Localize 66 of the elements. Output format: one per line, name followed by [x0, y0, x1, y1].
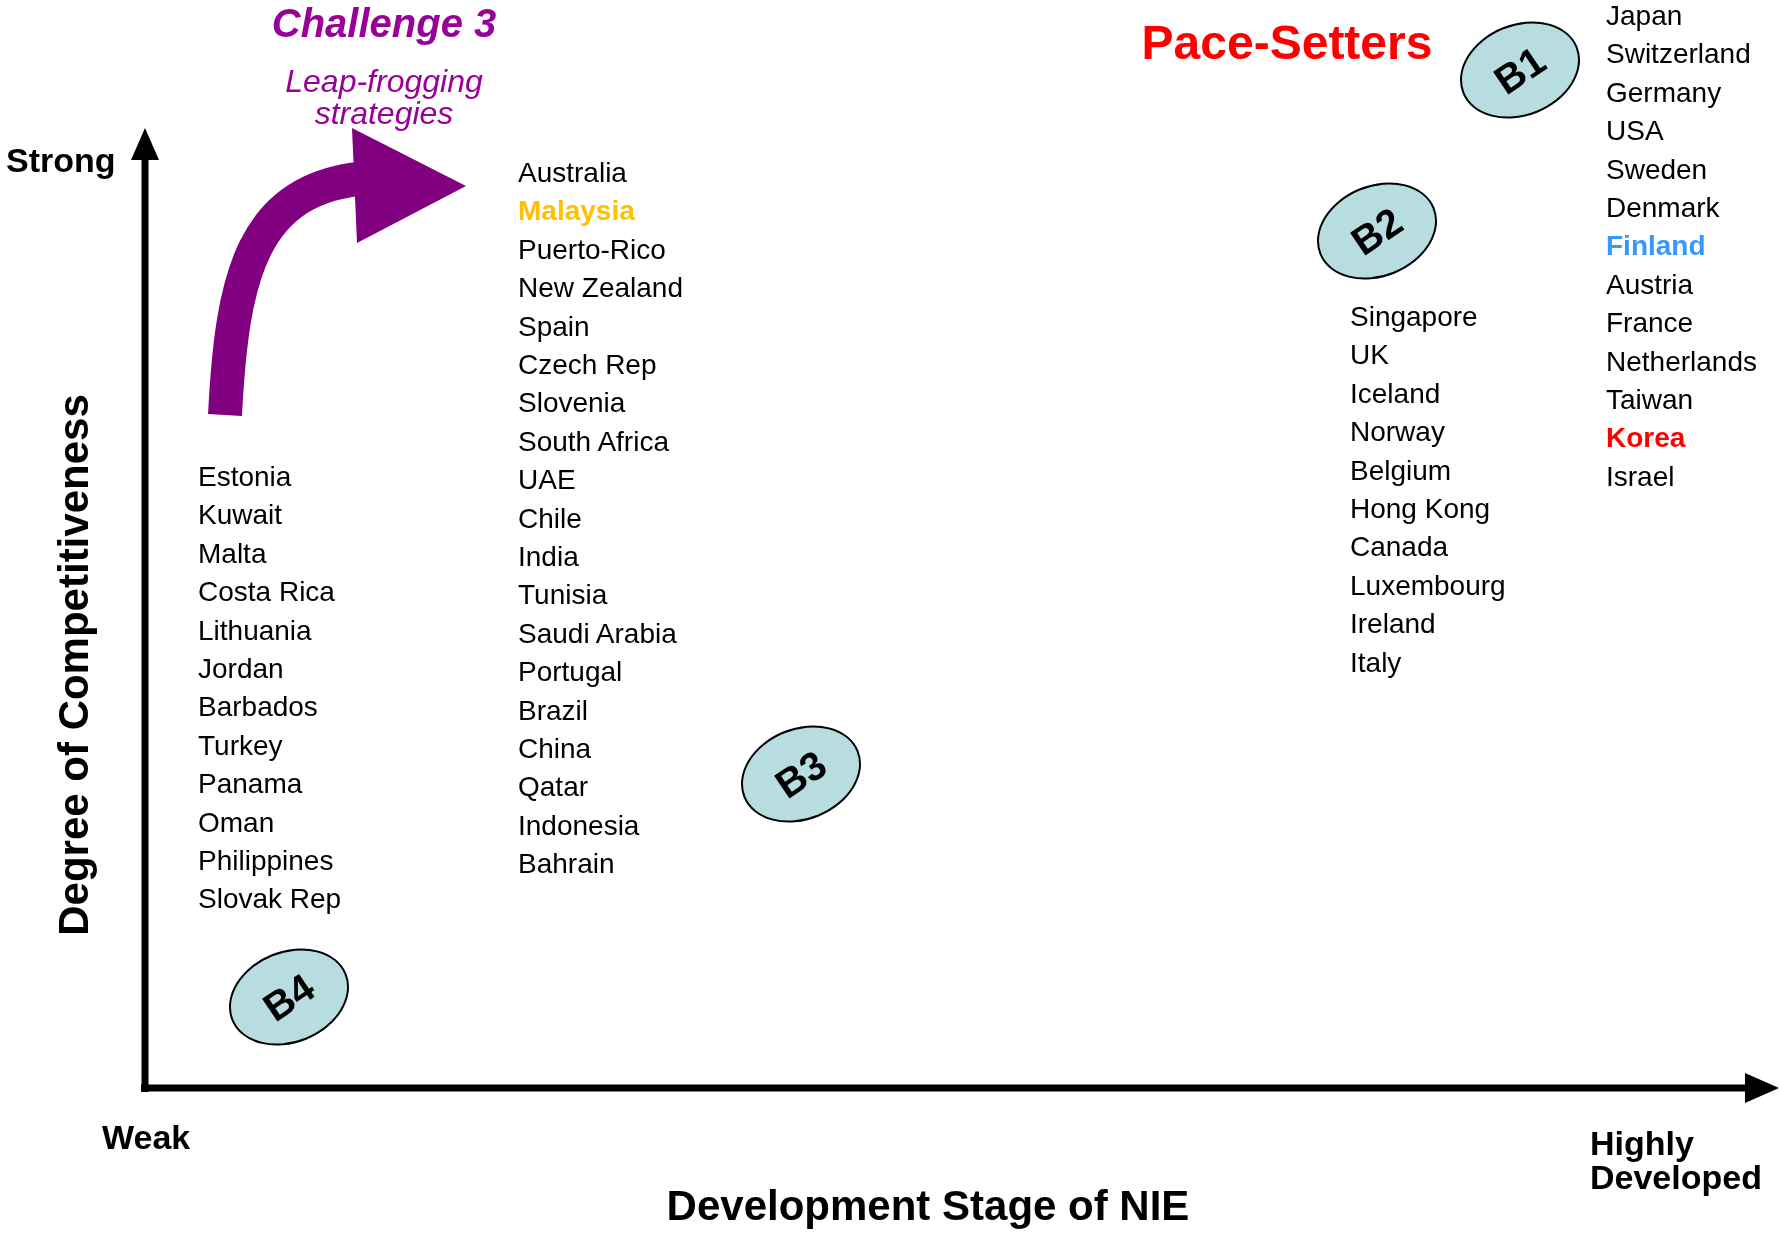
country-name: China — [518, 735, 592, 763]
country-name: France — [1606, 309, 1694, 338]
country-name: Costa Rica — [198, 578, 335, 607]
country-name: Slovenia — [518, 389, 626, 418]
country-name: Hong Kong — [1350, 495, 1491, 523]
country-name: Bahrain — [518, 850, 615, 879]
country-name: Slovak Rep — [198, 885, 342, 914]
country-name: Tunisia — [518, 581, 608, 610]
country-name: USA — [1606, 117, 1664, 146]
country-name: South Africa — [518, 427, 669, 456]
country-name: Czech Rep — [518, 351, 657, 379]
badge-label: B2 — [1342, 197, 1412, 266]
country-name: Puerto-Rico — [518, 235, 666, 264]
country-name: Turkey — [198, 731, 283, 760]
country-name: Luxembourg — [1350, 571, 1506, 600]
country-name: Austria — [1606, 270, 1694, 299]
badge-label: B1 — [1485, 36, 1555, 105]
country-name: Ireland — [1350, 610, 1436, 639]
country-name: Canada — [1350, 533, 1449, 562]
country-name: Malta — [198, 539, 267, 568]
axis-title: Degree of Competitiveness — [53, 394, 95, 936]
country-name: Finland — [1606, 232, 1706, 261]
country-name: Estonia — [198, 463, 292, 491]
country-name: Sweden — [1606, 155, 1708, 184]
country-name: Switzerland — [1606, 40, 1751, 69]
country-name: Portugal — [518, 658, 623, 687]
country-name: Korea — [1606, 424, 1686, 453]
country-name: Belgium — [1350, 456, 1452, 485]
country-name: Italy — [1350, 648, 1402, 677]
country-name: Netherlands — [1606, 347, 1757, 376]
country-name: Iceland — [1350, 379, 1441, 408]
country-name: Malaysia — [518, 197, 635, 226]
country-name: Kuwait — [198, 501, 283, 530]
challenge-heading: Challenge 3 — [271, 3, 497, 43]
country-name: India — [518, 543, 579, 571]
country-name: UK — [1350, 341, 1389, 370]
country-name: Lithuania — [198, 616, 312, 645]
axis-title: Development Stage of NIE — [666, 1185, 1190, 1227]
country-name: UAE — [518, 466, 576, 495]
country-name: Oman — [198, 808, 275, 837]
country-name: Panama — [198, 770, 303, 799]
country-name: Saudi Arabia — [518, 619, 677, 648]
country-name: Singapore — [1350, 303, 1478, 331]
country-name: Israel — [1606, 462, 1675, 491]
strategy-caption: Leap-frogging strategies — [284, 65, 484, 129]
country-name: Norway — [1350, 418, 1445, 447]
country-name: Spain — [518, 312, 590, 341]
country-name: Taiwan — [1606, 386, 1694, 414]
country-name: Qatar — [518, 773, 589, 802]
badge-label: B4 — [254, 963, 324, 1032]
country-name: Germany — [1606, 78, 1722, 107]
axis-end-label: Strong — [6, 143, 116, 177]
badge-label: B3 — [766, 740, 836, 809]
axis-end-label: Highly Developed — [1590, 1126, 1763, 1194]
country-name: Indonesia — [518, 811, 640, 840]
country-name: Japan — [1606, 2, 1683, 30]
country-name: Philippines — [198, 847, 334, 875]
axis-end-label: Weak — [102, 1120, 191, 1154]
group-heading: Pace-Setters — [1141, 19, 1433, 67]
country-name: Australia — [518, 159, 627, 187]
country-name: Barbados — [198, 693, 318, 722]
country-name: Chile — [518, 504, 582, 533]
country-name: New Zealand — [518, 274, 683, 303]
country-name: Denmark — [1606, 194, 1720, 222]
country-name: Jordan — [198, 655, 284, 683]
country-name: Brazil — [518, 696, 588, 725]
